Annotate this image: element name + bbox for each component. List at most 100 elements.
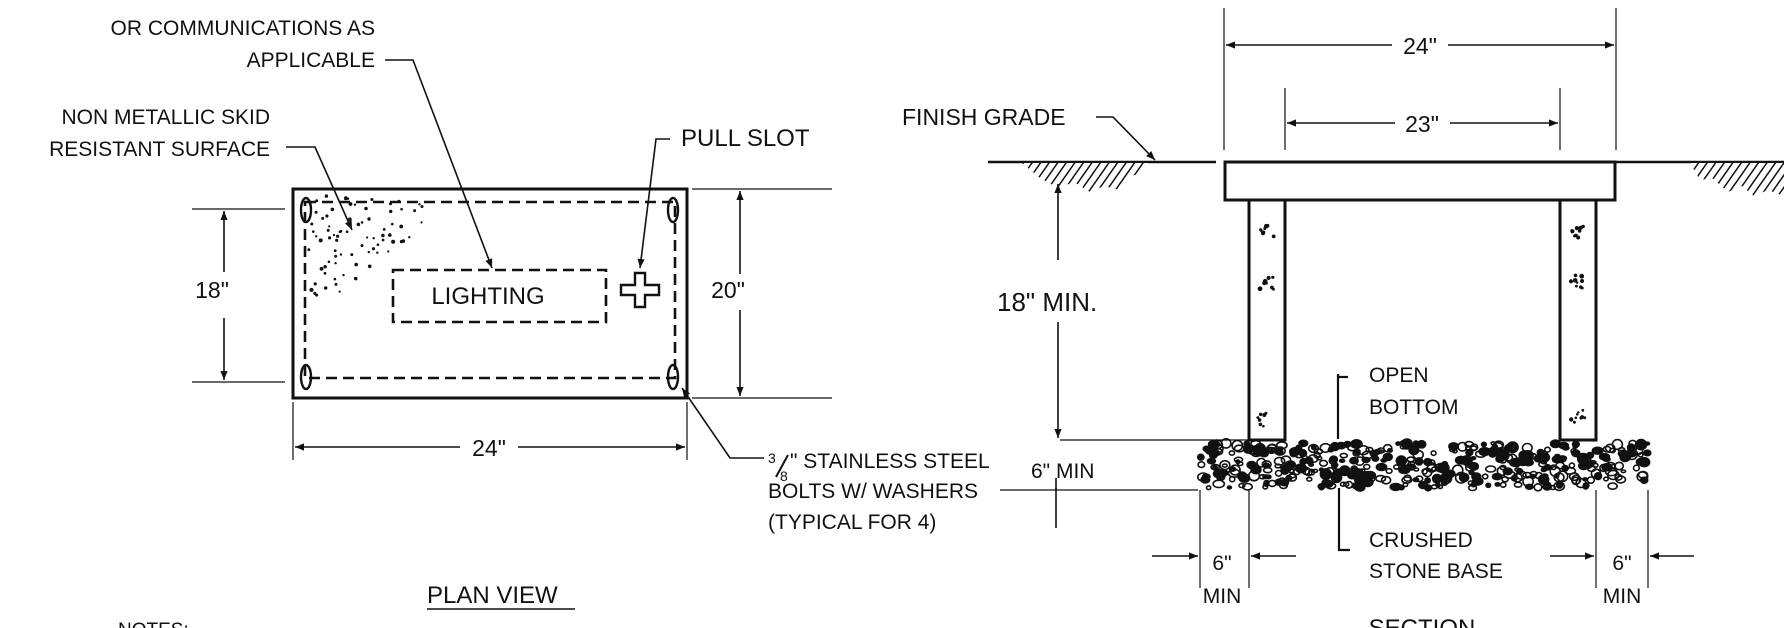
texture-dot [334,282,338,286]
stone [1586,465,1597,473]
wall-aggregate [1256,223,1587,428]
texture-dot [321,216,325,220]
stone [1430,450,1437,457]
stone [1211,464,1219,471]
texture-dot [307,248,311,252]
dim-right-extension [1550,490,1694,588]
stone [1413,467,1420,472]
stone [1555,481,1564,489]
stone [1350,438,1363,449]
stone [1338,458,1346,464]
stone [1583,462,1591,468]
stone [1329,441,1340,452]
stone [1228,466,1237,473]
stone [1592,462,1599,468]
aggregate-dot [1577,411,1580,414]
texture-dot [328,236,332,240]
texture-dot [333,277,337,281]
stone [1380,475,1392,485]
texture-dot [372,237,375,240]
texture-dot [335,238,339,242]
crushed-line2: STONE BASE [1369,560,1503,583]
stone [1615,475,1627,484]
stone [1395,441,1401,447]
handhole-cover-outline [291,187,689,400]
stone [1470,456,1477,461]
aggregate-dot [1258,412,1263,417]
stone [1331,463,1338,470]
texture-dot [324,286,328,290]
texture-dot [360,221,364,224]
stone [1200,475,1211,484]
stone [1521,442,1533,454]
aggregate-dot [1271,234,1276,239]
stone [1593,472,1603,481]
stone [1465,448,1474,457]
stone [1620,469,1627,474]
bolt-bottom-left [299,363,313,391]
stone [1543,463,1552,471]
texture-dot [334,254,338,258]
texture-dot [353,276,358,281]
stone [1408,444,1420,456]
stone [1219,459,1231,471]
stone [1349,456,1359,465]
stone [1262,474,1270,480]
aggregate-dot [1265,225,1269,228]
texture-dot [391,239,396,244]
texture-dot [315,199,319,203]
texture-dot [418,203,421,206]
stone [1511,457,1523,467]
stone-depth-label: 6" MIN [1031,460,1094,483]
stone [1197,461,1206,469]
stone [1264,446,1273,453]
stone [1233,456,1244,464]
stone [1342,481,1350,487]
stone [1375,474,1387,483]
texture-dot [371,247,376,251]
left-ext-value: 6" [1212,552,1231,575]
finish-grade-label: FINISH GRADE [902,104,1066,130]
texture-dot [360,244,364,248]
texture-dot [339,253,343,256]
stone [1431,473,1443,484]
texture-dot [318,238,323,243]
plan-note-surface-line2: RESISTANT SURFACE [49,138,270,161]
stone [1385,467,1393,475]
bolt-top-left [299,196,313,224]
stone [1273,456,1286,466]
open-bottom-line2: BOTTOM [1369,396,1458,419]
bolt-top-right [666,196,680,224]
communications-leader [385,59,493,269]
bolts-line3: (TYPICAL FOR 4) [768,511,936,534]
stone [1445,469,1456,478]
texture-dot [326,228,330,232]
stone [1206,457,1217,465]
stone [1529,452,1538,460]
pull-slot-leader [637,138,670,269]
aggregate-dot [1576,413,1579,416]
stone [1212,479,1226,489]
bolts-fraction-top: 3 [768,450,776,466]
right-ext-value: 6" [1612,552,1631,575]
texture-dot [381,238,385,242]
stone [1380,457,1388,463]
stone [1513,481,1523,488]
aggregate-dot [1570,229,1574,233]
stone [1604,443,1616,454]
stone [1401,442,1411,450]
cover-inner-dashed-outline [303,200,677,380]
stone [1377,449,1384,454]
bolt-bottom-right [666,363,680,391]
texture-dot [309,287,314,292]
open-bottom-line1: OPEN [1369,364,1429,387]
stone [1226,485,1233,490]
stone [1469,443,1479,452]
texture-dot [408,236,411,239]
stone [1553,481,1566,492]
stone [1604,467,1618,477]
aggregate-dot [1583,416,1587,420]
texture-dot [354,262,359,267]
texture-dot [338,290,341,293]
handhole-wall-left [1247,198,1287,442]
